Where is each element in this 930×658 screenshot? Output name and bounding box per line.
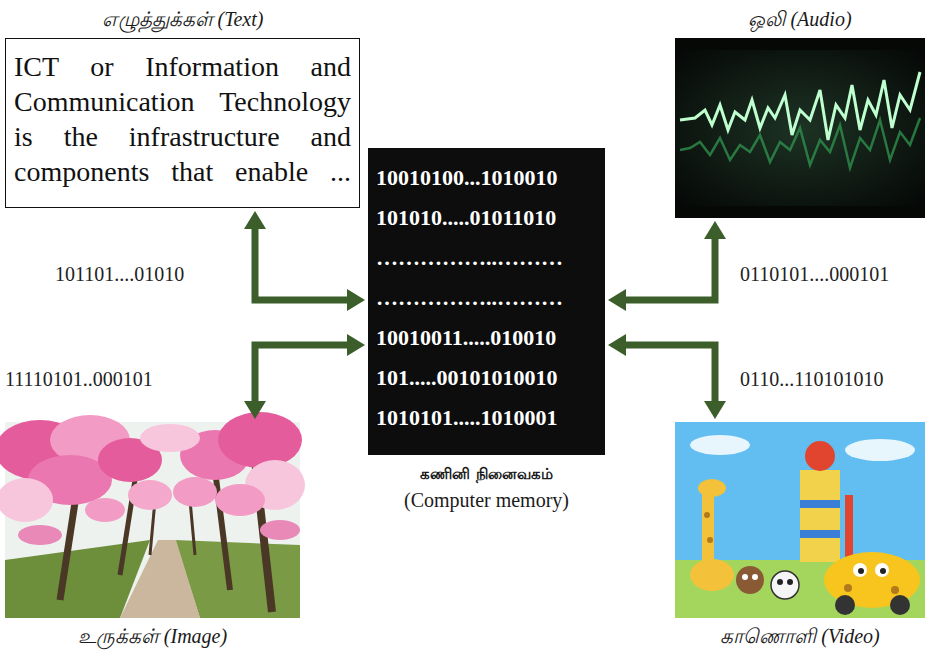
arrowhead bbox=[347, 334, 365, 356]
binary-line: 10010011.....010010 bbox=[376, 318, 597, 358]
media-caption: காணொளி (Video) bbox=[675, 618, 925, 650]
media-caption: (Computer memory) bbox=[368, 487, 605, 513]
memory-box: 10010100...1010010101010.....01011010………… bbox=[368, 148, 605, 513]
double-arrow-connector bbox=[244, 211, 365, 311]
media-caption: கணினி நினைவகம் bbox=[368, 455, 605, 487]
double-arrow-connector bbox=[608, 221, 726, 311]
picture-frame bbox=[5, 422, 300, 618]
arrowhead bbox=[347, 289, 365, 311]
connector-line bbox=[624, 237, 715, 300]
memory-panel: 10010100...1010010101010.....01011010………… bbox=[368, 148, 605, 455]
body-text: ICT or Information and Communication Tec… bbox=[14, 49, 351, 189]
media-picture-box: காணொளி (Video) bbox=[675, 422, 925, 650]
arrowhead bbox=[244, 401, 266, 419]
binary-label: 0110101....000101 bbox=[740, 262, 889, 286]
connector-line bbox=[255, 345, 349, 403]
connector-line bbox=[624, 345, 715, 403]
arrowhead bbox=[244, 211, 266, 229]
binary-line: 101010.....01011010 bbox=[376, 198, 597, 238]
binary-line: 101.....00101010010 bbox=[376, 358, 597, 398]
media-heading: எழுத்துக்கள் (Text) bbox=[5, 4, 360, 38]
arrowhead bbox=[608, 289, 626, 311]
cartoon-video-frame bbox=[675, 422, 925, 618]
media-caption: உருக்கள் (Image) bbox=[5, 618, 300, 650]
media-picture-box: உருக்கள் (Image) bbox=[5, 422, 300, 650]
binary-line: ……………..……… bbox=[376, 238, 597, 278]
picture-frame bbox=[675, 422, 925, 618]
binary-label: 0110...110101010 bbox=[740, 367, 884, 391]
text-frame: ICT or Information and Communication Tec… bbox=[5, 38, 360, 208]
cherry-blossom-photo bbox=[0, 412, 305, 618]
double-arrow-connector bbox=[244, 334, 365, 419]
media-picture-box: ஒலி (Audio) bbox=[675, 4, 925, 218]
arrowhead bbox=[608, 334, 626, 356]
binary-line: 10010100...1010010 bbox=[376, 158, 597, 198]
double-arrow-connector bbox=[608, 334, 726, 419]
picture-frame bbox=[675, 38, 925, 218]
binary-line: ……………..……… bbox=[376, 278, 597, 318]
binary-label: 11110101..000101 bbox=[5, 367, 153, 391]
binary-label: 101101....01010 bbox=[55, 262, 184, 286]
connector-line bbox=[255, 227, 349, 300]
media-heading: ஒலி (Audio) bbox=[675, 4, 925, 38]
text-media-box: எழுத்துக்கள் (Text) ICT or Information an… bbox=[5, 4, 360, 208]
binary-line: 1010101.....1010001 bbox=[376, 398, 597, 438]
audio-waveform bbox=[675, 38, 925, 218]
arrowhead bbox=[704, 401, 726, 419]
arrowhead bbox=[704, 221, 726, 239]
